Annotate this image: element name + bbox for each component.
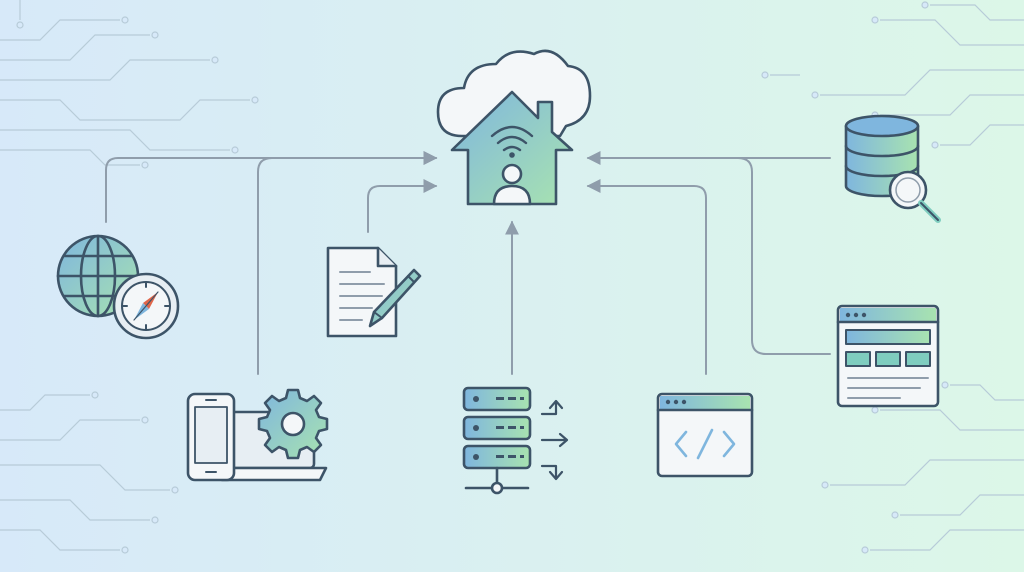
data-flow-arrows-icon: [540, 399, 569, 481]
edge-devices-to-hub: [257, 151, 438, 375]
document-icon: [326, 246, 398, 338]
edge-globe-to-hub: [105, 151, 438, 223]
circuit-pattern-top-left: [0, 0, 259, 169]
node-document-editing[interactable]: [326, 246, 422, 338]
edge-layout-to-hub: [737, 157, 831, 355]
phone-icon: [186, 392, 236, 482]
node-code-window[interactable]: [656, 392, 754, 478]
code-window-icon: [656, 392, 754, 478]
node-cloud-smart-home-hub[interactable]: [436, 49, 592, 206]
pencil-icon: [368, 268, 422, 328]
node-database-search[interactable]: [844, 114, 941, 223]
connectors: [105, 151, 831, 375]
magnifier-icon: [888, 170, 941, 223]
circuit-pattern-bottom-right: [821, 381, 1024, 554]
gear-icon: [257, 388, 329, 460]
user-head-icon: [501, 163, 523, 185]
edge-code-to-hub: [586, 179, 707, 375]
circuit-pattern-bottom-left: [0, 391, 179, 554]
edge-document-to-hub: [367, 179, 438, 233]
node-server-rack[interactable]: [462, 386, 569, 495]
circuit-pattern-top-right: [761, 1, 1024, 149]
server-stack-icon: [462, 386, 532, 495]
node-web-page-layout[interactable]: [836, 304, 940, 408]
user-body-icon: [492, 184, 532, 206]
browser-layout-icon: [836, 304, 940, 408]
wifi-icon: [490, 125, 534, 152]
node-mobile-desktop-settings[interactable]: [186, 388, 329, 482]
compass-icon: [112, 272, 180, 340]
node-web-browser-globe[interactable]: [56, 234, 180, 340]
